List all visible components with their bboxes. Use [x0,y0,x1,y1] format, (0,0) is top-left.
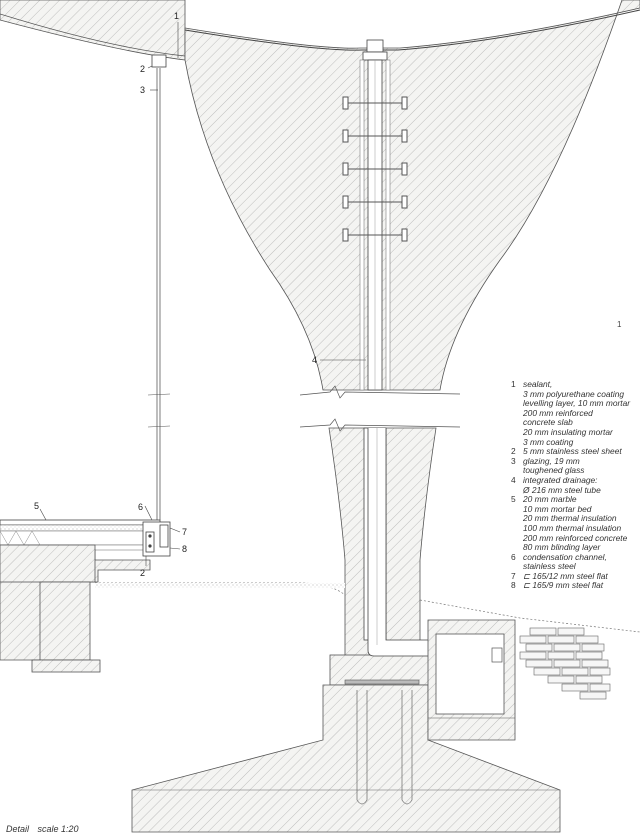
legend-line: integrated drainage: [523,474,598,485]
gravel-bed [519,627,611,700]
callout-3: 3 [140,85,145,95]
legend-line: 20 mm thermal insulation [523,513,617,524]
legend-text: ⊏ 165/9 mm steel flat [523,581,639,591]
callout-4: 4 [312,355,317,365]
legend-line: 3 mm polyurethane coating [523,388,625,399]
callout-6: 6 [138,502,143,512]
callout-7: 7 [182,527,187,537]
caption-label: Detail [6,824,30,834]
steel-flats [142,521,171,557]
legend-item: 2 5 mm stainless steel sheet [511,447,639,457]
legend-line: toughened glass [523,465,585,476]
legend-line: 20 mm marble [523,494,577,505]
glazing-panel [147,54,171,520]
legend-line: concrete slab [523,417,573,428]
legend-line: 80 mm blinding layer [523,542,601,553]
legend-line: condensation channel, [523,551,607,562]
legend-number: 2 [511,446,516,457]
legend-line: Ø 216 mm steel tube [523,484,601,495]
legend-line: 20 mm insulating mortar [523,426,613,437]
legend-line: stainless steel [523,561,576,572]
caption: Detail scale 1:20 [6,824,85,834]
legend-line: levelling layer, 10 mm mortar [523,398,631,409]
callout-5: 5 [34,501,39,511]
legend-text: integrated drainage:Ø 216 mm steel tube [523,474,639,495]
legend-text: ⊏ 165/12 mm steel flat [523,570,639,582]
legend-item: 8 ⊏ 165/9 mm steel flat [511,581,639,591]
legend-number: 8 [511,580,516,591]
legend-text: condensation channel,stainless steel [523,551,639,572]
legend-number: 7 [511,570,516,581]
callout-8: 8 [182,544,187,554]
legend-line: 200 mm reinforced concrete [523,532,628,543]
reinforcement-plates [342,96,408,242]
floor-slab [0,519,161,673]
legend-number: 4 [511,474,516,485]
legend-line: 100 mm thermal insulation [523,522,622,533]
drainage-pit [427,619,516,741]
callout-2-bottom: 2 [140,568,145,578]
legend-text: 5 mm stainless steel sheet [523,447,639,457]
legend-line: 3 mm coating [523,436,574,447]
legend-number: 1 [511,379,516,389]
legend-line: sealant, [523,379,553,389]
mushroom-column-upper [184,0,640,391]
legend-line: glazing, 19 mm [523,455,580,466]
corner-mark: 1 [617,320,622,329]
legend-line: 200 mm reinforced [523,407,593,418]
callout-2-top: 2 [140,64,145,74]
legend-number: 6 [511,551,516,562]
legend-number: 3 [511,455,516,466]
legend-line: 5 mm stainless steel sheet [523,446,622,457]
legend-number: 5 [511,494,516,505]
callout-1: 1 [174,11,179,21]
caption-scale: scale 1:20 [37,824,79,834]
legend-line: ⊏ 165/9 mm steel flat [523,580,604,591]
roof-slab-left [0,0,186,61]
legend-item: 6 condensation channel,stainless steel [511,551,639,572]
legend-line: ⊏ 165/12 mm steel flat [523,570,608,581]
legend-item: 7 ⊏ 165/12 mm steel flat [511,570,639,582]
legend-line: 10 mm mortar bed [523,503,592,514]
legend-item: 4 integrated drainage:Ø 216 mm steel tube [511,474,639,495]
